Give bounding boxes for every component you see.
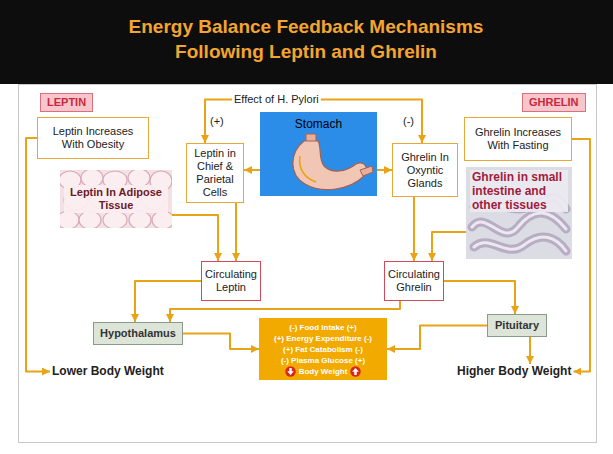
flow-arrow (413, 197, 415, 261)
text-line: (-) Plasma Glucose (+) (281, 355, 365, 366)
text-line: Hypothalamus (100, 327, 176, 340)
text-line: (+) Fat Catabolism (-) (283, 344, 363, 355)
flow-arrow (135, 281, 201, 322)
node-text: Effect of H. Pylori (234, 93, 319, 106)
duodenum-shape (360, 166, 373, 176)
node-text: (-) Food Intake (+) (289, 322, 356, 333)
text-line: Higher Body Weight (457, 364, 571, 379)
node-text: Pituitary (495, 319, 539, 332)
gland-mark (300, 156, 316, 182)
node-text: Leptin Increases With Obesity (42, 125, 144, 151)
node-text: Higher Body Weight (457, 364, 571, 379)
text-line: Leptin in Chief & Parietal Cells (191, 147, 239, 199)
node-text: (+) Energy Expenditure (-) (274, 333, 372, 344)
increase-icon (350, 366, 361, 377)
flow-arrow (529, 337, 531, 364)
node-text: Ghrelin Increases With Fasting (469, 126, 567, 152)
node-text: Leptin In Adipose Tissue (64, 185, 168, 213)
picture-ground (260, 112, 377, 196)
text-line: LEPTIN (47, 96, 86, 109)
text-line: Stomach (295, 117, 342, 131)
flow-arrow (432, 232, 466, 261)
section-tag: LEPTIN (40, 93, 93, 112)
text-line: Ghrelin In Oxyntic Glands (397, 151, 453, 190)
flow-arrow (183, 334, 259, 350)
organ-picture: Stomach (260, 112, 377, 196)
note-box: Leptin in Chief & Parietal Cells (186, 143, 244, 203)
edge-label: (-) (402, 115, 415, 128)
node-text: GHRELIN (529, 96, 579, 109)
node-text: Ghrelin in small intestine and other tis… (470, 170, 568, 212)
edge-label: (+) (209, 115, 225, 128)
gland-box: Pituitary (487, 314, 547, 337)
fat-cells (60, 170, 172, 228)
title-bar (0, 0, 613, 84)
text-line: Ghrelin in small intestine and other tis… (470, 170, 568, 212)
stomach-shape (293, 141, 367, 190)
text-line: (+) Energy Expenditure (-) (274, 333, 372, 344)
slide-frame (19, 85, 597, 443)
node-text: Leptin in Chief & Parietal Cells (191, 147, 239, 199)
text-line: Circulating Leptin (205, 268, 257, 294)
text-line: Leptin In Adipose Tissue (64, 185, 168, 213)
flow-arrow (387, 326, 487, 350)
hormone-box: Circulating Ghrelin (384, 261, 444, 301)
hormone-box: Circulating Leptin (201, 261, 261, 301)
node-text: Lower Body Weight (52, 364, 164, 379)
outcome-label: Lower Body Weight (50, 364, 166, 379)
node-text: Body Weight (299, 366, 348, 377)
note-box: Leptin Increases With Obesity (37, 117, 149, 159)
flow-arrow (377, 169, 392, 171)
section-tag: GHRELIN (522, 93, 586, 112)
node-text: Ghrelin In Oxyntic Glands (397, 151, 453, 190)
flow-arrow (26, 138, 50, 372)
node-text: Hypothalamus (100, 327, 176, 340)
picture-ground (466, 167, 572, 259)
decrease-icon (285, 366, 296, 377)
text-line: Circulating Ghrelin (388, 268, 440, 294)
text-line: Effect of H. Pylori (234, 93, 319, 106)
note-box: Ghrelin Increases With Fasting (464, 117, 572, 161)
node-text: Stomach (295, 117, 342, 131)
node-text: (+) Fat Catabolism (-) (283, 344, 363, 355)
tissue-picture: Leptin In Adipose Tissue (60, 170, 172, 228)
text-line: (-) Food Intake (+) (289, 322, 356, 333)
node-text: LEPTIN (47, 96, 86, 109)
text-line: Lower Body Weight (52, 364, 164, 379)
text-line: GHRELIN (529, 96, 579, 109)
text-line: Leptin Increases With Obesity (42, 125, 144, 151)
flow-arrow (235, 203, 237, 261)
tissue-picture: Ghrelin in small intestine and other tis… (466, 167, 572, 259)
flow-arrow (244, 169, 260, 171)
node-text: Circulating Ghrelin (388, 268, 440, 294)
node-text: (-) Plasma Glucose (+) (281, 355, 365, 366)
effect-box: (-) Food Intake (+)(+) Energy Expenditur… (259, 318, 387, 380)
cause-label: Effect of H. Pylori (232, 93, 321, 106)
flow-arrow (572, 139, 590, 372)
note-box: Ghrelin In Oxyntic Glands (392, 143, 458, 197)
text-line: Body Weight (282, 366, 365, 377)
text-line: Pituitary (495, 319, 539, 332)
node-text: Circulating Leptin (205, 268, 257, 294)
gland-box: Hypothalamus (93, 322, 183, 345)
outcome-label: Higher Body Weight (455, 364, 573, 379)
slide-title: Energy Balance Feedback Mechanisms Follo… (106, 14, 506, 64)
text-line: Ghrelin Increases With Fasting (469, 126, 567, 152)
flow-arrow (172, 215, 218, 261)
flow-arrow (205, 100, 232, 144)
flow-arrow (444, 281, 515, 314)
